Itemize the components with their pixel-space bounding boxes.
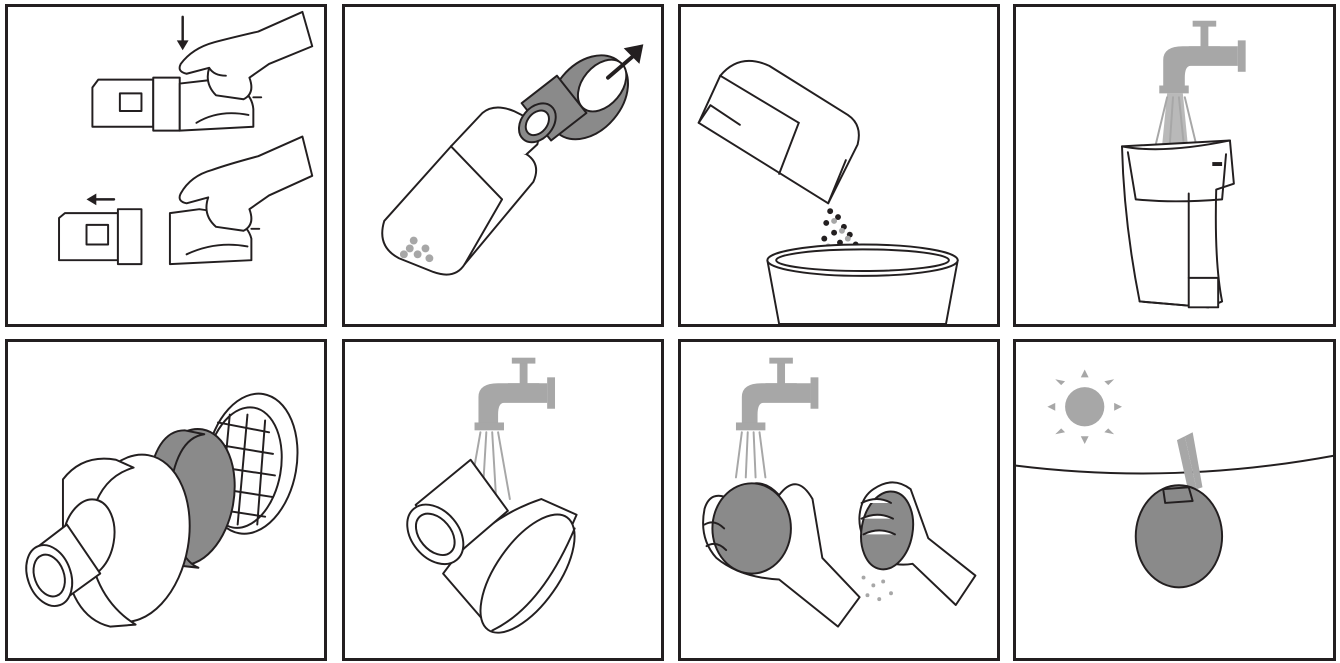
rinse-filter-holder-icon <box>345 342 661 658</box>
step-7-panel <box>678 339 1000 661</box>
step-2-panel <box>342 4 664 327</box>
step-5-panel <box>5 339 327 661</box>
empty-dust-container-icon <box>681 7 997 324</box>
step-1-panel <box>5 4 327 327</box>
sun-icon <box>1047 369 1122 444</box>
step-4-panel <box>1013 4 1336 327</box>
detach-filter-unit-icon <box>345 7 661 324</box>
step-8-panel <box>1013 339 1336 661</box>
step-3-panel <box>678 4 1000 327</box>
remove-dust-container-icon <box>8 7 324 324</box>
rinse-dust-container-icon <box>1016 7 1333 324</box>
filter-unit-exploded-icon <box>8 342 324 658</box>
step-6-panel <box>342 339 664 661</box>
wash-sponge-filter-icon <box>681 342 997 658</box>
dry-filter-in-sun-icon <box>1016 342 1333 658</box>
